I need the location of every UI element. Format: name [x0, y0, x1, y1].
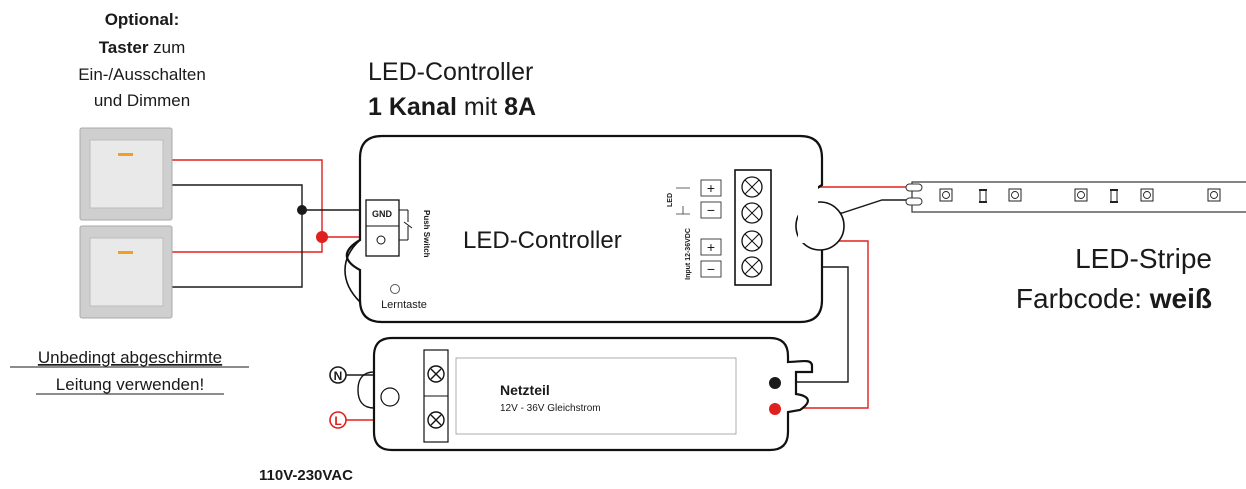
controller-heading-amps: 8A — [504, 93, 536, 121]
polarity-box — [700, 238, 722, 256]
output-terminal-block — [734, 169, 772, 286]
stripe-pad-plus — [905, 183, 923, 192]
led-chip-lens — [1077, 191, 1085, 199]
led-chip-lens — [1143, 191, 1151, 199]
screw-cross — [430, 368, 442, 380]
controller-notch-left — [344, 239, 361, 303]
live-marker: L — [329, 411, 347, 429]
psu-subtitle: 12V - 36V Gleichstrom — [500, 403, 601, 414]
polarity-boxes: + − + − — [700, 179, 722, 278]
controller-heading: LED-Controller 1 Kanal mit 8A — [368, 58, 536, 121]
switch-note-bold: Taster — [99, 38, 149, 57]
warning-line2: Leitung verwenden! — [56, 375, 204, 394]
warning-line1: Unbedingt abgeschirmte — [38, 348, 222, 367]
psu-screw-n — [427, 365, 445, 383]
wire-black-switches — [172, 184, 303, 288]
switch-note: Optional: Taster zum Ein-/Ausschalten un… — [78, 10, 206, 110]
psu-notch — [357, 371, 375, 409]
stripe-label-colorcode: Farbcode: — [1016, 283, 1150, 314]
neutral-marker: N — [329, 366, 347, 384]
led-chip-icon — [1074, 188, 1088, 202]
switch-rocker[interactable] — [89, 237, 164, 307]
svg-text:Taster zum: Taster zum — [99, 38, 186, 57]
led-chip-icon — [939, 188, 953, 202]
shielded-cable-warning: Unbedingt abgeschirmte Leitung verwenden… — [10, 348, 249, 395]
led-chip-icon — [1008, 188, 1022, 202]
led-controller: GND Push Switch LED-Controller Lerntaste… — [344, 134, 845, 324]
led-chip-lens — [942, 191, 950, 199]
led-label: LED — [667, 193, 674, 207]
psu-screw-l — [427, 411, 445, 429]
led-stripe — [905, 181, 1246, 213]
controller-notch-mask — [798, 185, 818, 243]
psu-title: Netzteil — [500, 382, 550, 398]
screw-cross — [430, 414, 442, 426]
led-chip-lens — [1210, 191, 1218, 199]
switch-rocker[interactable] — [89, 139, 164, 209]
learn-button[interactable] — [390, 284, 400, 294]
led-plus: + — [707, 180, 715, 196]
switch-note-line3: Ein-/Ausschalten — [78, 65, 206, 84]
switch-note-rest: zum — [148, 38, 185, 57]
resistor-caps — [979, 189, 987, 203]
ac-voltage-label: 110V-230VAC — [259, 467, 353, 484]
terminal-screws — [741, 176, 763, 278]
learn-label: Lerntaste — [381, 299, 427, 311]
controller-heading-channel: 1 Kanal — [368, 93, 457, 121]
push-switch-bottom[interactable] — [79, 225, 173, 319]
push-switch-top[interactable] — [79, 127, 173, 221]
junction-red-dot — [316, 231, 328, 243]
live-label: L — [334, 414, 341, 428]
input-minus: − — [707, 261, 715, 277]
resistor-icon — [1110, 189, 1118, 203]
junction-black-dot — [297, 205, 307, 215]
led-chip-icon — [1207, 188, 1221, 202]
led-symbol — [676, 187, 690, 215]
controller-name: LED-Controller — [463, 227, 622, 254]
input-plus: + — [707, 239, 715, 255]
terminal-screw-cross — [744, 205, 760, 221]
input-label: Input 12-36VDC — [685, 228, 692, 280]
svg-text:Farbcode: weiß: Farbcode: weiß — [1016, 283, 1212, 314]
led-chip-icon — [1140, 188, 1154, 202]
psu-dc-minus-dot — [769, 377, 781, 389]
switch-note-line1: Optional: — [105, 10, 180, 29]
switch-note-line4: und Dimmen — [94, 91, 190, 110]
psu-mount-hole — [380, 387, 400, 407]
gnd-label: GND — [372, 209, 393, 219]
live-circle-icon — [329, 411, 347, 429]
switch-indicator — [118, 153, 133, 156]
stripe-label-line1: LED-Stripe — [1075, 243, 1212, 274]
neutral-circle-icon — [329, 366, 347, 384]
stripe-components — [939, 188, 1221, 203]
terminal-screw — [376, 235, 386, 245]
polarity-box — [700, 260, 722, 278]
stripe-label-color: weiß — [1149, 283, 1212, 314]
psu-dc-plus-dot — [769, 403, 781, 415]
wire-red-switches — [172, 159, 323, 253]
controller-heading-line1: LED-Controller — [368, 58, 533, 86]
resistor-caps — [1110, 189, 1118, 203]
led-minus: − — [707, 202, 715, 218]
resistor-icon — [979, 189, 987, 203]
neutral-label: N — [334, 369, 343, 383]
switch-indicator — [118, 251, 133, 254]
polarity-box — [700, 201, 722, 219]
terminal-screw-cross — [744, 259, 760, 275]
led-chip-lens — [1011, 191, 1019, 199]
terminal-screw-cross — [744, 233, 760, 249]
power-supply: Netzteil 12V - 36V Gleichstrom — [357, 336, 814, 452]
push-switch-symbol — [399, 209, 413, 241]
terminal-screw-cross — [744, 179, 760, 195]
svg-text:1 Kanal mit 8A: 1 Kanal mit 8A — [368, 93, 536, 121]
push-switch-label: Push Switch — [422, 210, 431, 258]
polarity-box — [700, 179, 722, 197]
controller-heading-mid: mit — [457, 93, 504, 121]
psu-label-plate — [455, 357, 737, 435]
stripe-pad-minus — [905, 197, 923, 206]
switch-terminal-block — [365, 199, 400, 257]
